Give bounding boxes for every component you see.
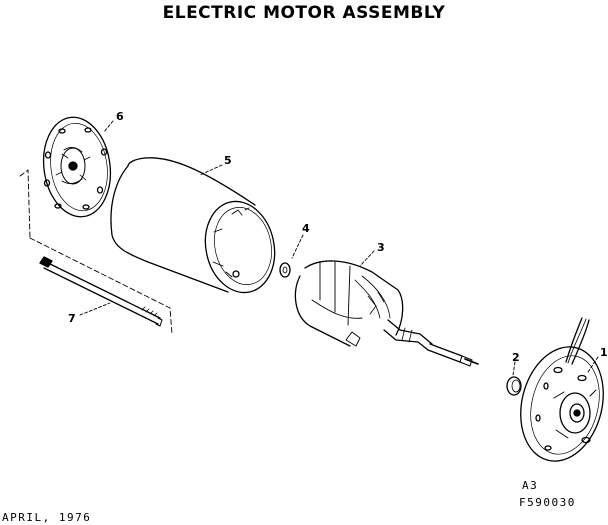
- callout-4: 4: [302, 222, 310, 235]
- diagram-title: ELECTRIC MOTOR ASSEMBLY: [162, 3, 446, 23]
- end-bell-rear-part: [42, 116, 112, 218]
- bolt-bracket: [19, 169, 173, 335]
- publication-date: APRIL, 1976: [2, 511, 92, 524]
- armature-part: [294, 260, 479, 367]
- callout-7: 7: [68, 312, 76, 325]
- through-bolt-part: [39, 256, 163, 327]
- leader-lines: [79, 120, 599, 376]
- end-bell-front-part: [520, 317, 604, 462]
- callout-3: 3: [377, 241, 385, 254]
- callout-6: 6: [116, 110, 124, 123]
- reference-code: A3: [522, 479, 539, 492]
- drawing-number: F590030: [519, 496, 576, 509]
- callout-2: 2: [512, 351, 520, 364]
- motor-housing-part: [110, 157, 276, 294]
- washer-part: [279, 262, 291, 278]
- callout-1: 1: [600, 346, 608, 359]
- bearing-part: [506, 376, 522, 396]
- callout-5: 5: [224, 154, 232, 167]
